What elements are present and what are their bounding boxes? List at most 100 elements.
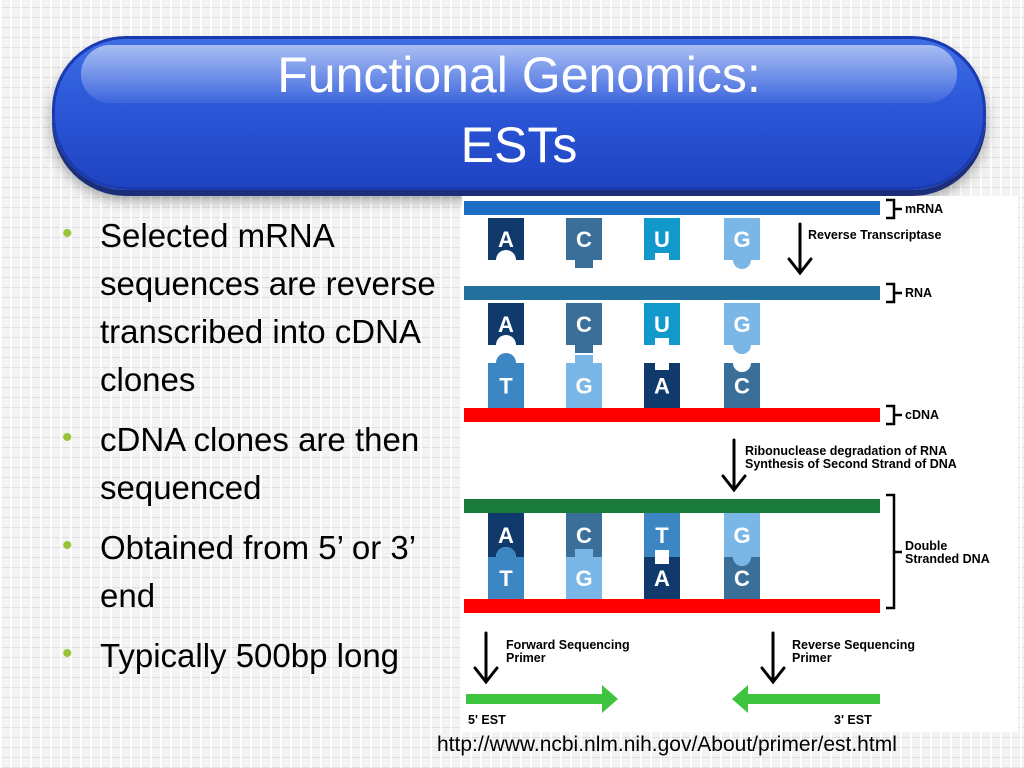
base-block (566, 303, 602, 353)
forward-primer-arrow (473, 631, 499, 685)
base-block (644, 218, 680, 260)
base-G-ds-bottom: G (566, 549, 602, 599)
base-letter: G (733, 312, 750, 337)
second-strand (464, 499, 880, 513)
base-letter: G (575, 566, 592, 591)
base-U-rna: U (644, 303, 680, 345)
base-block (488, 547, 524, 599)
bullet-text: cDNA clones are then sequenced (100, 421, 420, 506)
cdna-label: cDNA (905, 408, 939, 422)
reverse-primer-label-1: Reverse Sequencing (792, 638, 915, 652)
base-letter: U (654, 227, 670, 252)
base-A-mrna: A (488, 218, 524, 260)
est3-label: 3' EST (834, 713, 872, 727)
base-letter: A (498, 312, 514, 337)
base-letter: C (576, 523, 592, 548)
mrna-strand (464, 201, 880, 215)
base-G-cdna: G (566, 355, 602, 408)
base-U-mrna: U (644, 218, 680, 260)
base-letter: A (654, 566, 670, 591)
title-gloss (81, 45, 957, 103)
cdna-strand-lower (464, 599, 880, 613)
base-A-ds-bottom: A (644, 557, 680, 599)
slide-title: Functional Genomics: (277, 47, 761, 103)
forward-primer-label-2: Primer (506, 651, 546, 665)
base-letter: G (733, 523, 750, 548)
est5-arrow (466, 685, 618, 713)
base-letter: C (734, 566, 750, 591)
base-T-cdna: T (488, 353, 524, 408)
base-A-rna: A (488, 303, 524, 345)
base-G-mrna: G (724, 218, 760, 269)
title-banner: Functional Genomics: ESTs (52, 36, 986, 190)
base-block (724, 513, 760, 566)
base-G-ds-top: G (724, 513, 760, 566)
double-stranded-label-1: Double (905, 539, 947, 553)
mrna-bracket (886, 198, 902, 220)
base-A-cdna: A (644, 363, 680, 408)
reverse-primer-arrow (760, 631, 786, 685)
base-block (488, 218, 524, 260)
base-letter: A (654, 374, 670, 399)
base-letter: A (498, 523, 514, 548)
bullet-item: • Obtained from 5’ or 3’ end (60, 524, 460, 620)
bullet-icon: • (62, 421, 73, 454)
rna-label: RNA (905, 286, 932, 300)
est5-label: 5' EST (468, 713, 506, 727)
degradation-label-1: Ribonuclease degradation of RNA (745, 444, 947, 458)
cdna-strand (464, 408, 880, 422)
base-A-ds-top: A (488, 513, 524, 557)
base-letter: T (499, 566, 513, 591)
base-C-cdna: C (724, 363, 760, 408)
base-letter: T (655, 523, 669, 548)
base-block (488, 513, 524, 557)
bullet-text: Obtained from 5’ or 3’ end (100, 529, 415, 614)
base-letter: U (654, 312, 670, 337)
bullet-list: • Selected mRNA sequences are reverse tra… (60, 212, 460, 692)
base-T-ds-bottom: T (488, 547, 524, 599)
base-block (724, 557, 760, 599)
cdna-bracket (886, 404, 902, 426)
base-block (724, 363, 760, 408)
base-block (724, 303, 760, 354)
base-C-ds-bottom: C (724, 557, 760, 599)
bullet-item: • Typically 500bp long (60, 632, 460, 680)
bullet-icon: • (62, 637, 73, 670)
base-block (566, 549, 602, 599)
mrna-label: mRNA (905, 202, 943, 216)
bullet-text: Typically 500bp long (100, 637, 400, 674)
base-block (488, 303, 524, 345)
source-url[interactable]: http://www.ncbi.nlm.nih.gov/About/primer… (437, 733, 897, 756)
base-block (566, 218, 602, 268)
est3-arrow (732, 685, 880, 713)
base-letter: C (734, 374, 750, 399)
bullet-item: • cDNA clones are then sequenced (60, 416, 460, 512)
reverse-primer-label-2: Primer (792, 651, 832, 665)
base-block (644, 363, 680, 408)
base-block (644, 303, 680, 345)
base-letter: G (733, 227, 750, 252)
base-block (488, 353, 524, 408)
bullet-icon: • (62, 529, 73, 562)
forward-primer-label-1: Forward Sequencing (506, 638, 630, 652)
reverse-transcriptase-arrow (787, 222, 813, 276)
base-letter: C (576, 227, 592, 252)
bullet-icon: • (62, 217, 73, 250)
degradation-label-2: Synthesis of Second Strand of DNA (745, 457, 957, 471)
double-stranded-label-2: Stranded DNA (905, 552, 990, 566)
base-C-mrna: C (566, 218, 602, 268)
base-T-ds-top: T (644, 513, 680, 557)
degradation-arrow (721, 438, 747, 493)
base-block (644, 513, 680, 557)
base-block (724, 218, 760, 269)
rna-bracket (886, 282, 902, 304)
bullet-item: • Selected mRNA sequences are reverse tra… (60, 212, 460, 404)
base-block (566, 355, 602, 408)
bullet-text: Selected mRNA sequences are reverse tran… (100, 217, 436, 398)
base-letter: T (499, 374, 513, 399)
base-letter: G (575, 374, 592, 399)
base-letter: A (498, 227, 514, 252)
slide-subtitle: ESTs (460, 117, 578, 173)
